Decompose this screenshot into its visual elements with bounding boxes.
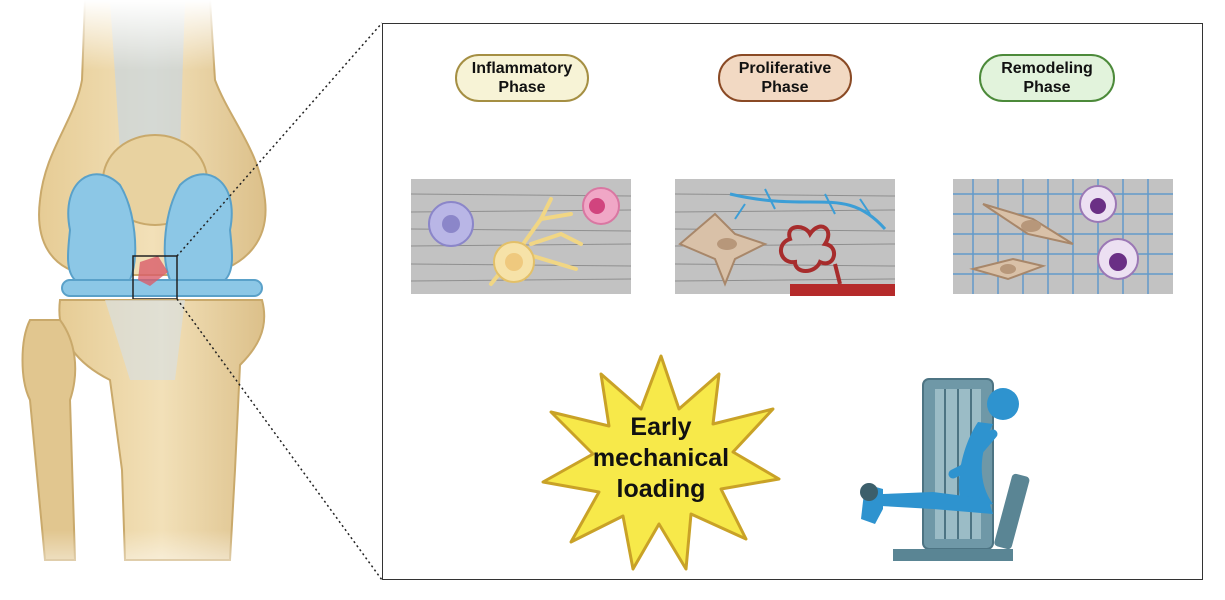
knee-joint-icon [0, 0, 300, 600]
phase-label-text: Inflammatory Phase [471, 60, 573, 96]
early-loading-callout: Early mechanical loading [592, 413, 730, 503]
starburst-icon [541, 354, 781, 571]
phase-label-text: Proliferative Phase [738, 60, 832, 96]
proliferative-phase-label: Proliferative Phase [718, 54, 852, 102]
inflammatory-phase-label: Inflammatory Phase [455, 54, 589, 102]
fibroblast-vessel-icon [675, 179, 895, 296]
phase-label-text: Remodeling Phase [1001, 60, 1093, 96]
remodeling-phase-label: Remodeling Phase [979, 54, 1115, 102]
immune-cells-icon [411, 179, 631, 294]
collagen-mesh-icon [953, 179, 1173, 294]
healing-phases-panel: Inflammatory Phase Proliferative Phase R… [382, 23, 1203, 580]
leg-press-machine-icon [860, 378, 1030, 561]
